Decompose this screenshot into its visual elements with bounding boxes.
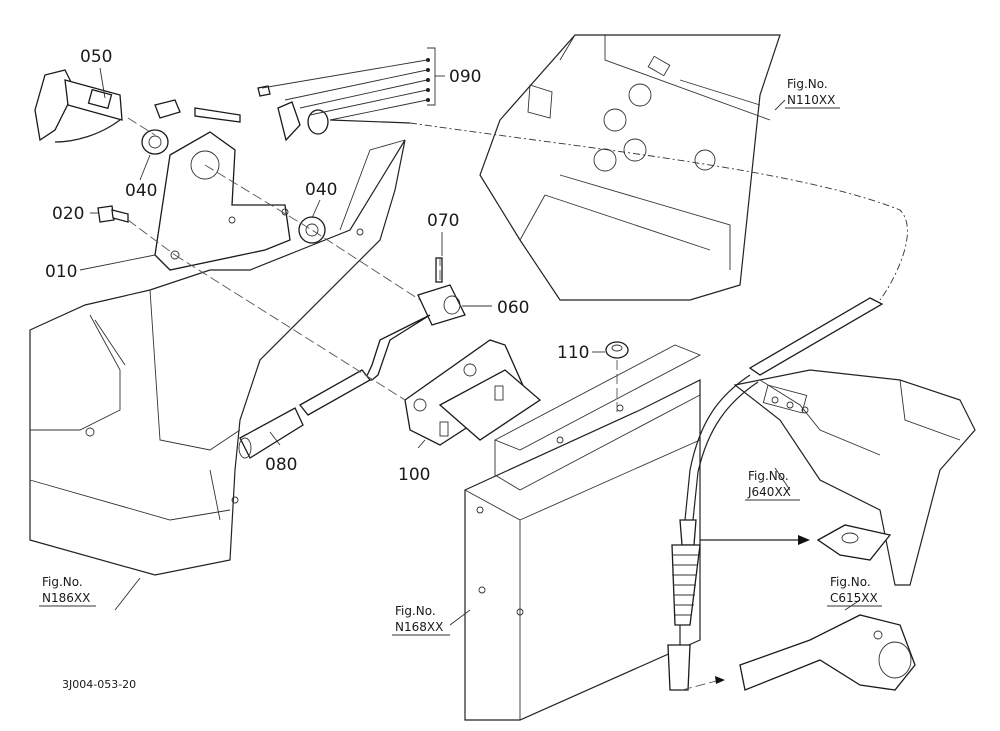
part-080-grip-lever [238,314,431,459]
svg-text:Fig.No.: Fig.No. [42,575,83,589]
panel-n186 [29,139,406,576]
label-060: 060 [497,298,529,318]
label-050: 050 [80,47,112,67]
part-100-plate [404,339,542,446]
svg-text:Fig.No.: Fig.No. [830,575,871,589]
label-080: 080 [265,455,297,475]
label-020: 020 [52,204,84,224]
lever-c615 [739,614,916,691]
label-040-upper: 040 [125,181,157,201]
label-040-lower: 040 [305,180,337,200]
svg-text:Fig.No.: Fig.No. [787,77,828,91]
part-040-bushing-upper [141,129,169,155]
label-010: 010 [45,262,77,282]
part-040-bushing-lower [298,216,326,244]
drawing-number: 3J004-053-20 [62,678,136,691]
part-060-collar [417,284,466,326]
svg-text:N110XX: N110XX [787,93,835,107]
part-070-pin [435,257,443,283]
svg-text:N186XX: N186XX [42,591,90,605]
part-050-shaft-lever [34,69,123,143]
control-cable [409,122,908,691]
figref-n186: Fig.No. N186XX [39,575,96,607]
box-n168 [464,344,702,721]
part-010-bracket [154,131,291,271]
housing-n110 [479,34,781,301]
part-090-cable-end [154,85,411,142]
svg-text:C615XX: C615XX [830,591,878,605]
part-020-bolt [97,205,129,223]
svg-text:Fig.No.: Fig.No. [395,604,436,618]
svg-text:Fig.No.: Fig.No. [748,469,789,483]
bracket-tab-j640 [816,524,892,561]
figref-j640: Fig.No. J640XX [745,469,800,501]
label-100: 100 [398,465,430,485]
part-110-nut [605,341,629,359]
figref-n110: Fig.No. N110XX [785,77,840,109]
label-070: 070 [427,211,459,231]
frame-j640 [733,369,976,586]
svg-text:N168XX: N168XX [395,620,443,634]
figref-c615: Fig.No. C615XX [827,575,882,607]
label-090: 090 [449,67,481,87]
figref-n168: Fig.No. N168XX [392,604,450,636]
svg-text:J640XX: J640XX [747,485,791,499]
label-110: 110 [557,343,589,363]
